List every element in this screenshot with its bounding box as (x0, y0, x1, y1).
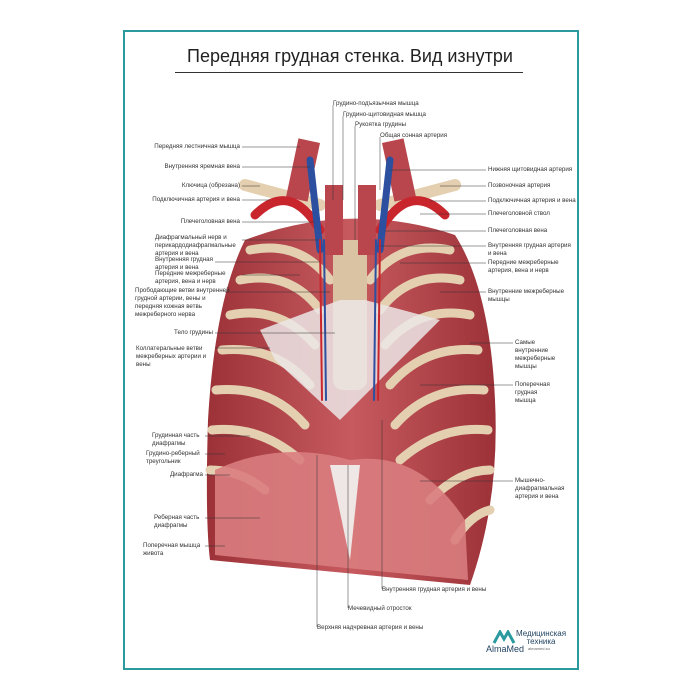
label-costal-diaphragm: Реберная часть диафрагмы (154, 514, 200, 529)
poster-title: Передняя грудная стенка. Вид изнутри (187, 46, 513, 66)
label-brachiocephalic-vein: Плечеголовная вена (180, 218, 240, 225)
label-internal-jugular-vein: Внутренняя яремная вена (164, 163, 240, 170)
label-clavicle: Ключица (обрезана) (181, 182, 240, 189)
label-subclavian-artery-vein: Подключичная артерия и вена (152, 196, 240, 203)
title-underline (175, 72, 523, 73)
label-internal-thoracic-right: Внутренняя грудная артерия и вена (488, 242, 571, 257)
logo-tagline: Медицинская техника (516, 629, 567, 646)
leader-lines (205, 105, 513, 627)
label-internal-thoracic-bottom: Внутренняя грудная артерия и вены (382, 586, 487, 593)
label-musculophrenic: Мышечно- диафрагмальная артерия и вена (515, 477, 565, 500)
label-internal-intercostal: Внутренние межреберные мышцы (488, 288, 565, 303)
transversus-thoracis (260, 300, 440, 420)
label-sternothyroid: Грудино-щитовидная мышца (343, 111, 426, 118)
label-sternohyoid: Грудино-подъязычная мышца (333, 100, 419, 107)
clavicles (239, 179, 461, 211)
label-diaphragm: Диафрагма (169, 471, 203, 478)
label-internal-thoracic: Внутренняя грудная артерия и вена (155, 256, 213, 271)
label-anterior-intercostal: Передние межреберные артерия, вена и нер… (155, 270, 226, 285)
label-vertebral-artery: Позвоночная артерия (488, 182, 551, 189)
label-transversus-abdominis: Поперечная мышца живота (143, 542, 201, 557)
label-perforating-branches: Прободающие ветви внутренней грудной арт… (135, 287, 230, 318)
label-subclavian-right: Подключичная артерия и вена (488, 197, 576, 204)
label-sternum-body: Тело грудины (174, 329, 213, 336)
logo-mark-icon (492, 630, 516, 644)
label-phrenic-nerve: Диафрагмальный нерв и перикардодиафрагма… (155, 234, 236, 257)
logo-brand: AlmaMed (486, 644, 525, 654)
label-collateral-branches: Коллатеральные ветви межреберных артерии… (136, 345, 207, 368)
label-innermost-intercostal: Самые внутренние межреберные мышцы (515, 339, 556, 370)
label-inferior-thyroid: Нижняя щитовидная артерия (488, 166, 573, 173)
label-anterior-scalene: Передняя лестничная мышца (154, 143, 240, 150)
label-superior-epigastric: Верхняя надчревная артерия и вены (317, 624, 424, 631)
logo-site: almamed.su (528, 646, 550, 651)
label-sternal-diaphragm: Грудинная часть диафрагмы (152, 432, 200, 447)
vessels (250, 156, 450, 401)
label-transversus-thoracis: Поперечная грудная мышца (515, 381, 550, 404)
label-brachiocephalic-trunk: Плечеголовной ствол (488, 210, 550, 217)
label-brachiocephalic-vein-right: Плечеголовная вена (488, 227, 548, 234)
thoracic-wall (205, 138, 496, 585)
label-manubrium: Рукоятка грудины (355, 121, 407, 128)
poster-frame (123, 30, 579, 670)
label-sternocostal-triangle: Грудино-реберный треугольник (146, 450, 200, 465)
label-anterior-intercostal-right: Передние межреберные артерия, вена и нер… (488, 259, 559, 274)
label-xiphoid: Мечевидный отросток (348, 605, 412, 612)
label-common-carotid: Общая сонная артерия (380, 132, 448, 139)
